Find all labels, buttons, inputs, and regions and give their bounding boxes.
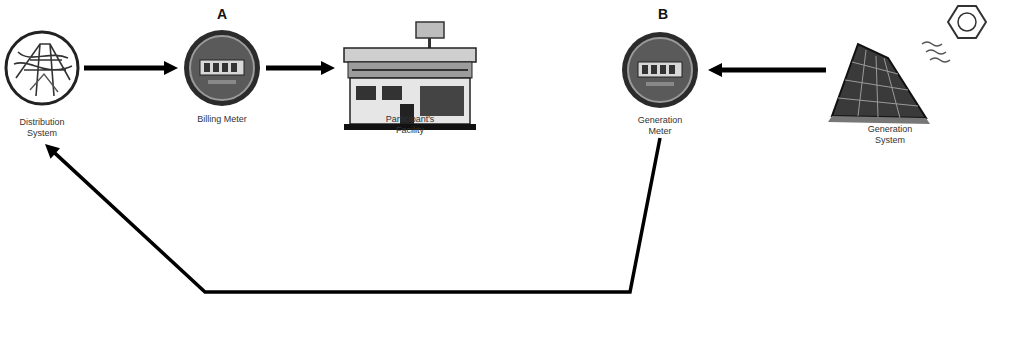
power-lines — [14, 44, 72, 96]
arrow-head — [45, 144, 60, 159]
meter-rim — [622, 32, 698, 108]
arrow-head — [164, 61, 178, 75]
meter-digit — [642, 65, 648, 74]
flow-arrow — [84, 61, 178, 75]
meter-window — [200, 60, 244, 75]
meter-digit — [222, 63, 228, 72]
facility-icon — [344, 22, 476, 130]
callout-letter: B — [618, 6, 708, 22]
solar-panel — [832, 44, 926, 118]
meter-face — [628, 38, 692, 102]
connector-line — [84, 66, 166, 71]
node-label: Participant's Facility — [375, 114, 445, 136]
node-label: Generation Meter — [630, 115, 690, 137]
facade-stripe — [352, 69, 468, 71]
sun-rays — [922, 42, 950, 62]
icon-node: Generation System — [826, 6, 986, 148]
meter-plate — [646, 82, 674, 86]
window — [382, 86, 402, 100]
arrow-head — [708, 63, 722, 77]
roof-sign — [416, 22, 444, 38]
sun-core — [958, 13, 976, 31]
pylon — [30, 74, 58, 92]
connector-line — [266, 66, 323, 71]
connector-line — [720, 68, 826, 73]
generation-meter-icon — [622, 32, 698, 108]
icon-node: Distribution System — [0, 28, 84, 144]
node-label: Generation System — [860, 124, 920, 146]
meter-digit — [231, 63, 237, 72]
distribution-icon — [6, 32, 78, 104]
meter-rim — [184, 30, 260, 106]
arrow-head — [321, 61, 335, 75]
facade-band — [348, 62, 472, 78]
sun — [948, 6, 986, 38]
panel-base — [828, 116, 930, 124]
meter-digit — [651, 65, 657, 74]
meter-digit — [204, 63, 210, 72]
flow-arrow — [708, 63, 826, 77]
storefront — [420, 86, 464, 116]
window — [356, 86, 376, 100]
meter-plate — [208, 80, 236, 84]
icon-node: Participant's Facility — [335, 30, 485, 136]
meter-digit — [213, 63, 219, 72]
node-label: Distribution System — [10, 117, 74, 139]
meter-window — [638, 62, 682, 77]
solar-icon — [828, 6, 986, 124]
icon-node: B Generation Meter — [618, 4, 708, 138]
panel-grid — [838, 50, 918, 118]
node-label: Billing Meter — [195, 114, 249, 125]
billing-meter-icon — [184, 30, 260, 106]
meter-digit — [660, 65, 666, 74]
flow-arrow — [266, 61, 335, 75]
meter-digit — [669, 65, 675, 74]
connector-line — [54, 138, 660, 292]
callout-letter: A — [178, 6, 266, 22]
icon-ring — [6, 32, 78, 104]
icon-node: A Billing Meter — [178, 4, 266, 136]
roof-band — [344, 48, 476, 62]
meter-face — [190, 36, 254, 100]
flow-arrow — [45, 138, 660, 292]
